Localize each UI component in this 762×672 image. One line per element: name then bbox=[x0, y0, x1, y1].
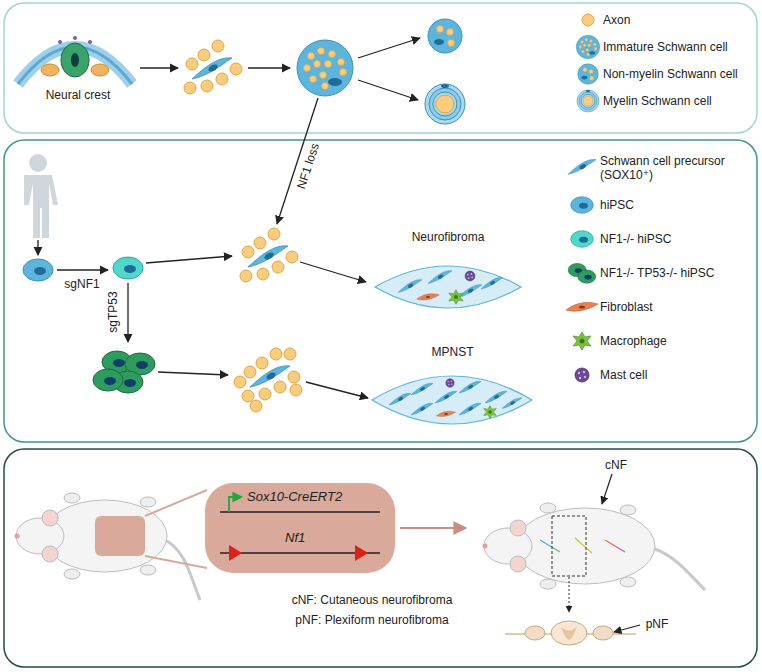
node-text: Nf1 bbox=[285, 531, 305, 545]
event-label: NF1 loss bbox=[294, 141, 322, 190]
edit-label: sgTP53 bbox=[106, 291, 120, 332]
legend-text: hiPSC bbox=[600, 198, 752, 212]
schwann-lineage bbox=[18, 19, 465, 224]
legend-icons bbox=[566, 14, 600, 382]
mpnst-label: MPNST bbox=[380, 345, 525, 363]
mouse-model bbox=[15, 474, 706, 645]
legend-text: NF1-/- hiPSC bbox=[600, 232, 752, 246]
abbreviation-note: pNF: Plexiform neurofibroma bbox=[295, 613, 448, 627]
legend-text: Schwann cell precursor (SOX10⁺) bbox=[600, 154, 752, 182]
legend-text: Axon bbox=[603, 13, 752, 27]
legend-text: Macrophage bbox=[600, 334, 752, 348]
node-text: MPNST bbox=[432, 345, 474, 359]
legend-text: Mast cell bbox=[600, 368, 752, 382]
lesion-label: pNF bbox=[646, 617, 669, 631]
hipsc-models bbox=[23, 154, 532, 424]
node-text: Sox10-CreERT2 bbox=[247, 490, 342, 504]
legend-text: NF1-/- TP53-/- hiPSC bbox=[600, 266, 752, 280]
legend-text: Myelin Schwann cell bbox=[603, 94, 752, 108]
construct-box: Sox10-CreERT2Nf1 bbox=[205, 483, 395, 573]
node-text: Neurofibroma bbox=[412, 230, 485, 244]
abbreviation-note: cNF: Cutaneous neurofibroma bbox=[292, 593, 453, 607]
lesion-label: cNF bbox=[605, 458, 627, 472]
legend-text: Immature Schwann cell bbox=[603, 40, 752, 54]
neural-crest-figure: Neural crest bbox=[18, 22, 138, 102]
edit-label: sgNF1 bbox=[64, 277, 99, 291]
node-text: Neural crest bbox=[46, 88, 111, 102]
neurofibroma-label: Neurofibroma bbox=[378, 230, 518, 248]
panel-frames bbox=[4, 3, 757, 667]
legend-text: Fibroblast bbox=[600, 300, 752, 314]
legend-text: Non-myelin Schwann cell bbox=[603, 67, 752, 81]
